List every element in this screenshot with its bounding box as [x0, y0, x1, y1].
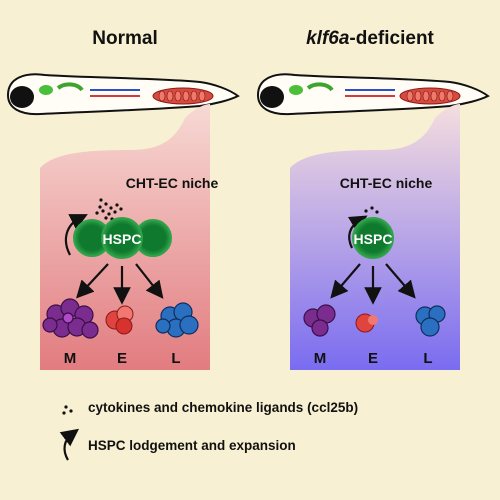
gene-name: klf6a: [306, 28, 350, 49]
erythroid-cells: [355, 313, 378, 333]
erythroid-cells: [105, 305, 134, 335]
legend-cytokines: cytokines and chemokine ligands (ccl25b): [88, 400, 359, 415]
myeloid-cells: [42, 298, 99, 339]
lymphoid-cells: [155, 302, 199, 338]
myeloid-cells: [303, 304, 336, 337]
hspc-cluster: [73, 217, 172, 259]
label-lymphoid: L: [423, 350, 432, 367]
niche-label: CHT-EC niche: [126, 175, 219, 191]
curved-arrow-icon: [59, 428, 80, 461]
hspc-label: HSPC: [354, 231, 393, 247]
label-myeloid: M: [64, 350, 77, 367]
zebrafish-larva-icon: [256, 73, 490, 116]
hspc-cell: [352, 217, 394, 259]
label-erythroid: E: [368, 350, 378, 367]
label-erythroid: E: [117, 350, 127, 367]
differentiation-arrows: [330, 263, 416, 305]
differentiation-arrows: [76, 263, 164, 305]
lymphoid-cells: [415, 305, 446, 337]
hspc-label: HSPC: [103, 231, 142, 247]
zebrafish-larva-icon: [6, 73, 240, 116]
heading-suffix: -deficient: [349, 28, 434, 49]
heading-klf6a-deficient: klf6a-deficient: [260, 28, 480, 50]
cytokine-dots-icon: [62, 405, 73, 415]
niche-label: CHT-EC niche: [340, 175, 433, 191]
label-lymphoid: L: [171, 350, 180, 367]
cytokine-dots: [364, 206, 379, 214]
lodgement-arrow: [64, 214, 88, 256]
legend-lodgement: HSPC lodgement and expansion: [88, 438, 296, 453]
lodgement-arrow: [347, 215, 368, 249]
cytokine-dots: [95, 198, 123, 221]
label-myeloid: M: [314, 350, 327, 367]
heading-normal: Normal: [92, 28, 158, 49]
